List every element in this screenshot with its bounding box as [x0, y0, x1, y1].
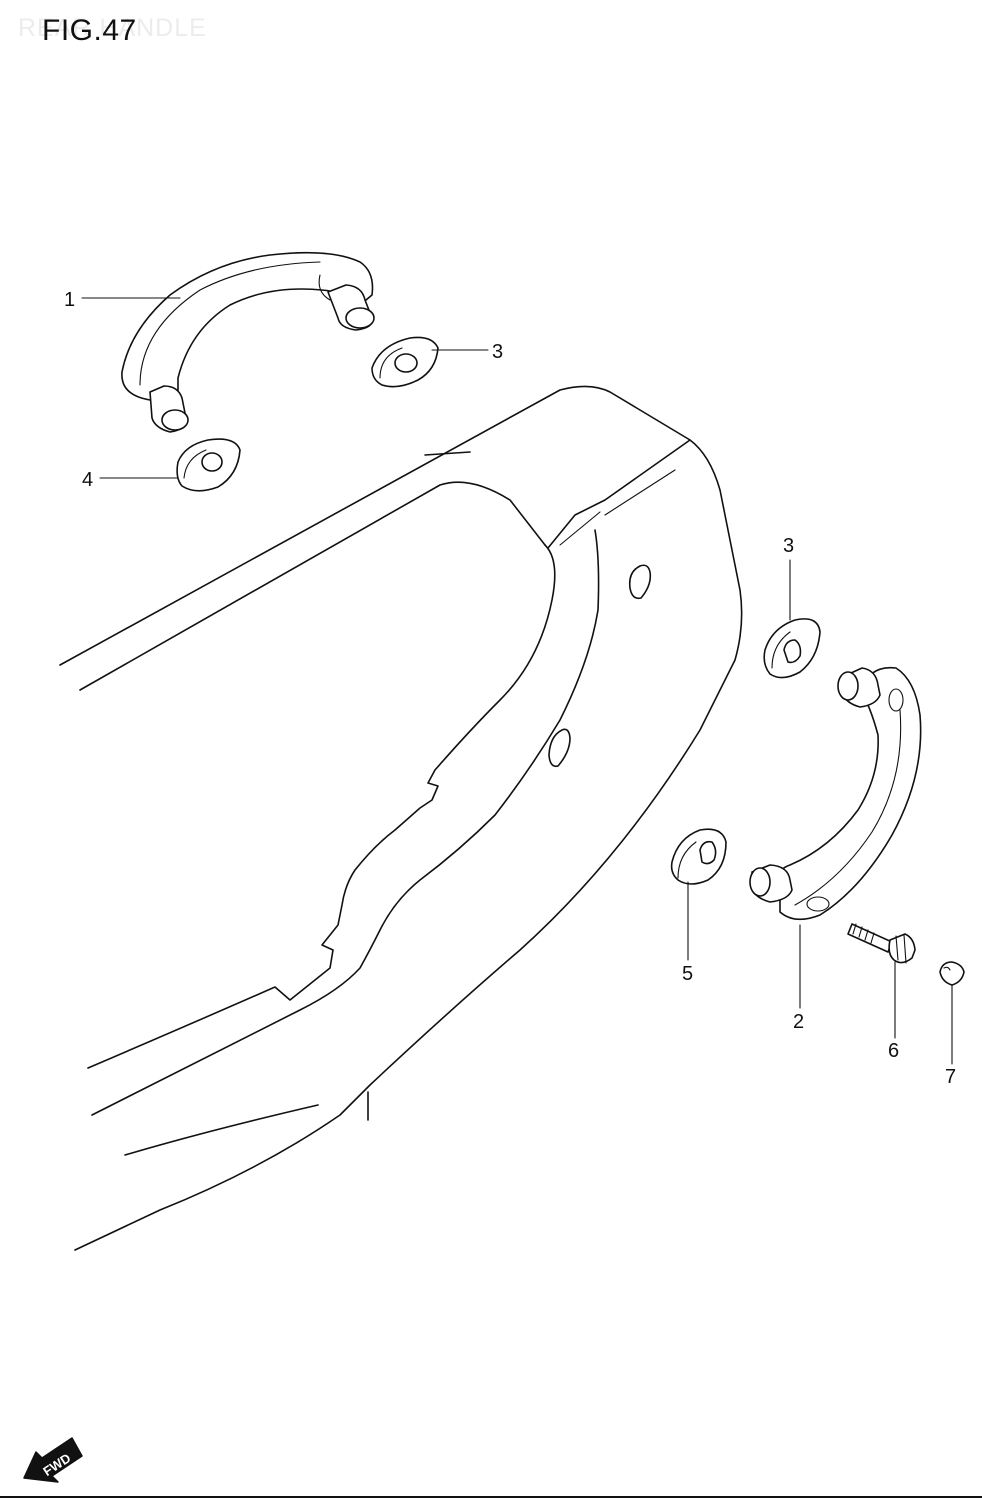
cushion-right — [763, 618, 821, 679]
grab-handle-right — [749, 666, 922, 921]
fwd-arrow-icon: FWD — [23, 1437, 83, 1483]
washer-left — [176, 438, 241, 492]
callout-3-right: 3 — [783, 535, 794, 557]
callout-2: 2 — [793, 1011, 804, 1033]
callout-4: 4 — [82, 469, 93, 491]
figure-title: FIG.47 — [42, 14, 137, 47]
ghost-caption: REAR HANDLE — [18, 14, 207, 42]
cushion-lower — [670, 828, 727, 885]
cap — [939, 961, 965, 986]
callout-7: 7 — [945, 1066, 956, 1088]
seat-tail-cowl — [59, 385, 743, 1251]
callout-3-upper: 3 — [492, 341, 503, 363]
leader-lines — [81, 297, 953, 1065]
callout-1: 1 — [64, 289, 75, 311]
bolt — [847, 923, 916, 964]
callout-6: 6 — [888, 1040, 899, 1062]
callout-5: 5 — [682, 963, 693, 985]
cushion-upper — [371, 336, 439, 388]
callout-numbers: 1 3 4 3 5 2 6 7 — [64, 289, 956, 1088]
grab-handle-left — [121, 251, 375, 433]
